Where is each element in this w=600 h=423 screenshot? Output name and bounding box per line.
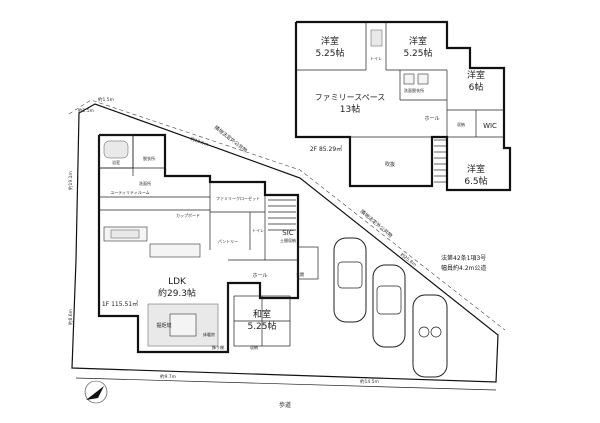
room-washroom: 洗面所 [139, 180, 151, 186]
room-bath: 浴室 [112, 159, 120, 165]
room-sunken-sub: 床暖房 [203, 331, 215, 337]
room-shelf: 飾り棚 [212, 344, 224, 350]
room-storage-2f: 収納 [457, 121, 465, 127]
room-sic-sub: 土間収納 [280, 237, 296, 243]
room-storage-1f: 収納 [250, 344, 258, 350]
room-family-space-name: ファミリースペース [315, 93, 386, 102]
car-icon-1 [333, 237, 367, 323]
floor1-area: 1F 115.51㎡ [102, 300, 138, 308]
room-sunken-kotatsu: 掘炬燵 [156, 322, 171, 329]
car-icon-2 [372, 264, 406, 348]
room-utility: ユーティリティルーム [110, 189, 149, 195]
room-toilet-1f: トイレ [252, 228, 264, 233]
room-western-d-size: 6.5帖 [464, 175, 487, 187]
room-western-b-name: 洋室 [409, 35, 427, 47]
neighbor-land-a: 隣地法定外公共物 [213, 124, 249, 154]
dim-top: 約10.5m [189, 135, 209, 148]
room-western-b-size: 5.25帖 [403, 47, 432, 59]
room-hall-2f: ホール [424, 116, 439, 122]
room-family-closet: ファミリークローゼット [216, 195, 260, 201]
room-western-c-size: 6帖 [469, 81, 484, 93]
room-wash-2f: 洗面脱衣所 [404, 87, 424, 93]
room-western-a-name: 洋室 [321, 35, 339, 47]
room-wic: WIC [483, 122, 497, 130]
parking-cars [333, 237, 448, 378]
dim-corner-left: 約1.5m [78, 107, 94, 114]
room-ldk-size: 約29.3帖 [158, 287, 196, 299]
stairs-2f [434, 139, 446, 183]
road-info-line1: 法第42条1項3号 [441, 254, 486, 262]
room-void: 吹抜 [385, 161, 395, 168]
room-sic-name: SIC [282, 229, 294, 237]
car-icon-3 [412, 294, 448, 378]
road-info-line2: 幅員約4.2m公道 [441, 264, 486, 272]
room-entrance: 玄関 [296, 271, 304, 277]
second-floor-plan: 洋室 5.25帖 洋室 5.25帖 洋室 6帖 洋室 6.5帖 ファミリースペー… [294, 20, 512, 192]
room-western-c-name: 洋室 [467, 69, 485, 81]
dim-left: 約19.1m [67, 171, 74, 190]
dim-left-low: 約8.6m [67, 309, 74, 325]
dim-corner-top: 約1.5m [98, 96, 114, 103]
room-ldk-name: LDK [168, 277, 187, 287]
sidewalk-label: 歩道 [279, 401, 291, 409]
stairs-1f [268, 199, 296, 231]
room-hall-1f: ホール [252, 273, 267, 279]
room-pantry: パントリー [218, 239, 238, 244]
room-japanese-size: 5.25帖 [247, 320, 276, 332]
floor2-area: 2F 85.29㎡ [310, 145, 342, 153]
room-japanese-name: 和室 [253, 308, 271, 320]
room-family-space-size: 13帖 [340, 103, 360, 115]
room-western-a-size: 5.25帖 [315, 47, 344, 59]
neighbor-land-b: 隣地法定外公共物 [359, 208, 394, 239]
north-arrow-icon [84, 380, 108, 404]
room-toilet-2f: トイレ [370, 56, 382, 61]
room-kitchen-board: カップボード [176, 212, 200, 218]
dim-bottom-right: 約14.5m [360, 378, 379, 385]
first-floor-plan: 浴室 脱衣所 洗面所 ユーティリティルーム ファミリークローゼット カップボード… [97, 133, 319, 354]
room-changing: 脱衣所 [143, 155, 155, 161]
dim-bottom-left: 約9.7m [160, 373, 176, 380]
room-western-d-name: 洋室 [467, 163, 485, 175]
